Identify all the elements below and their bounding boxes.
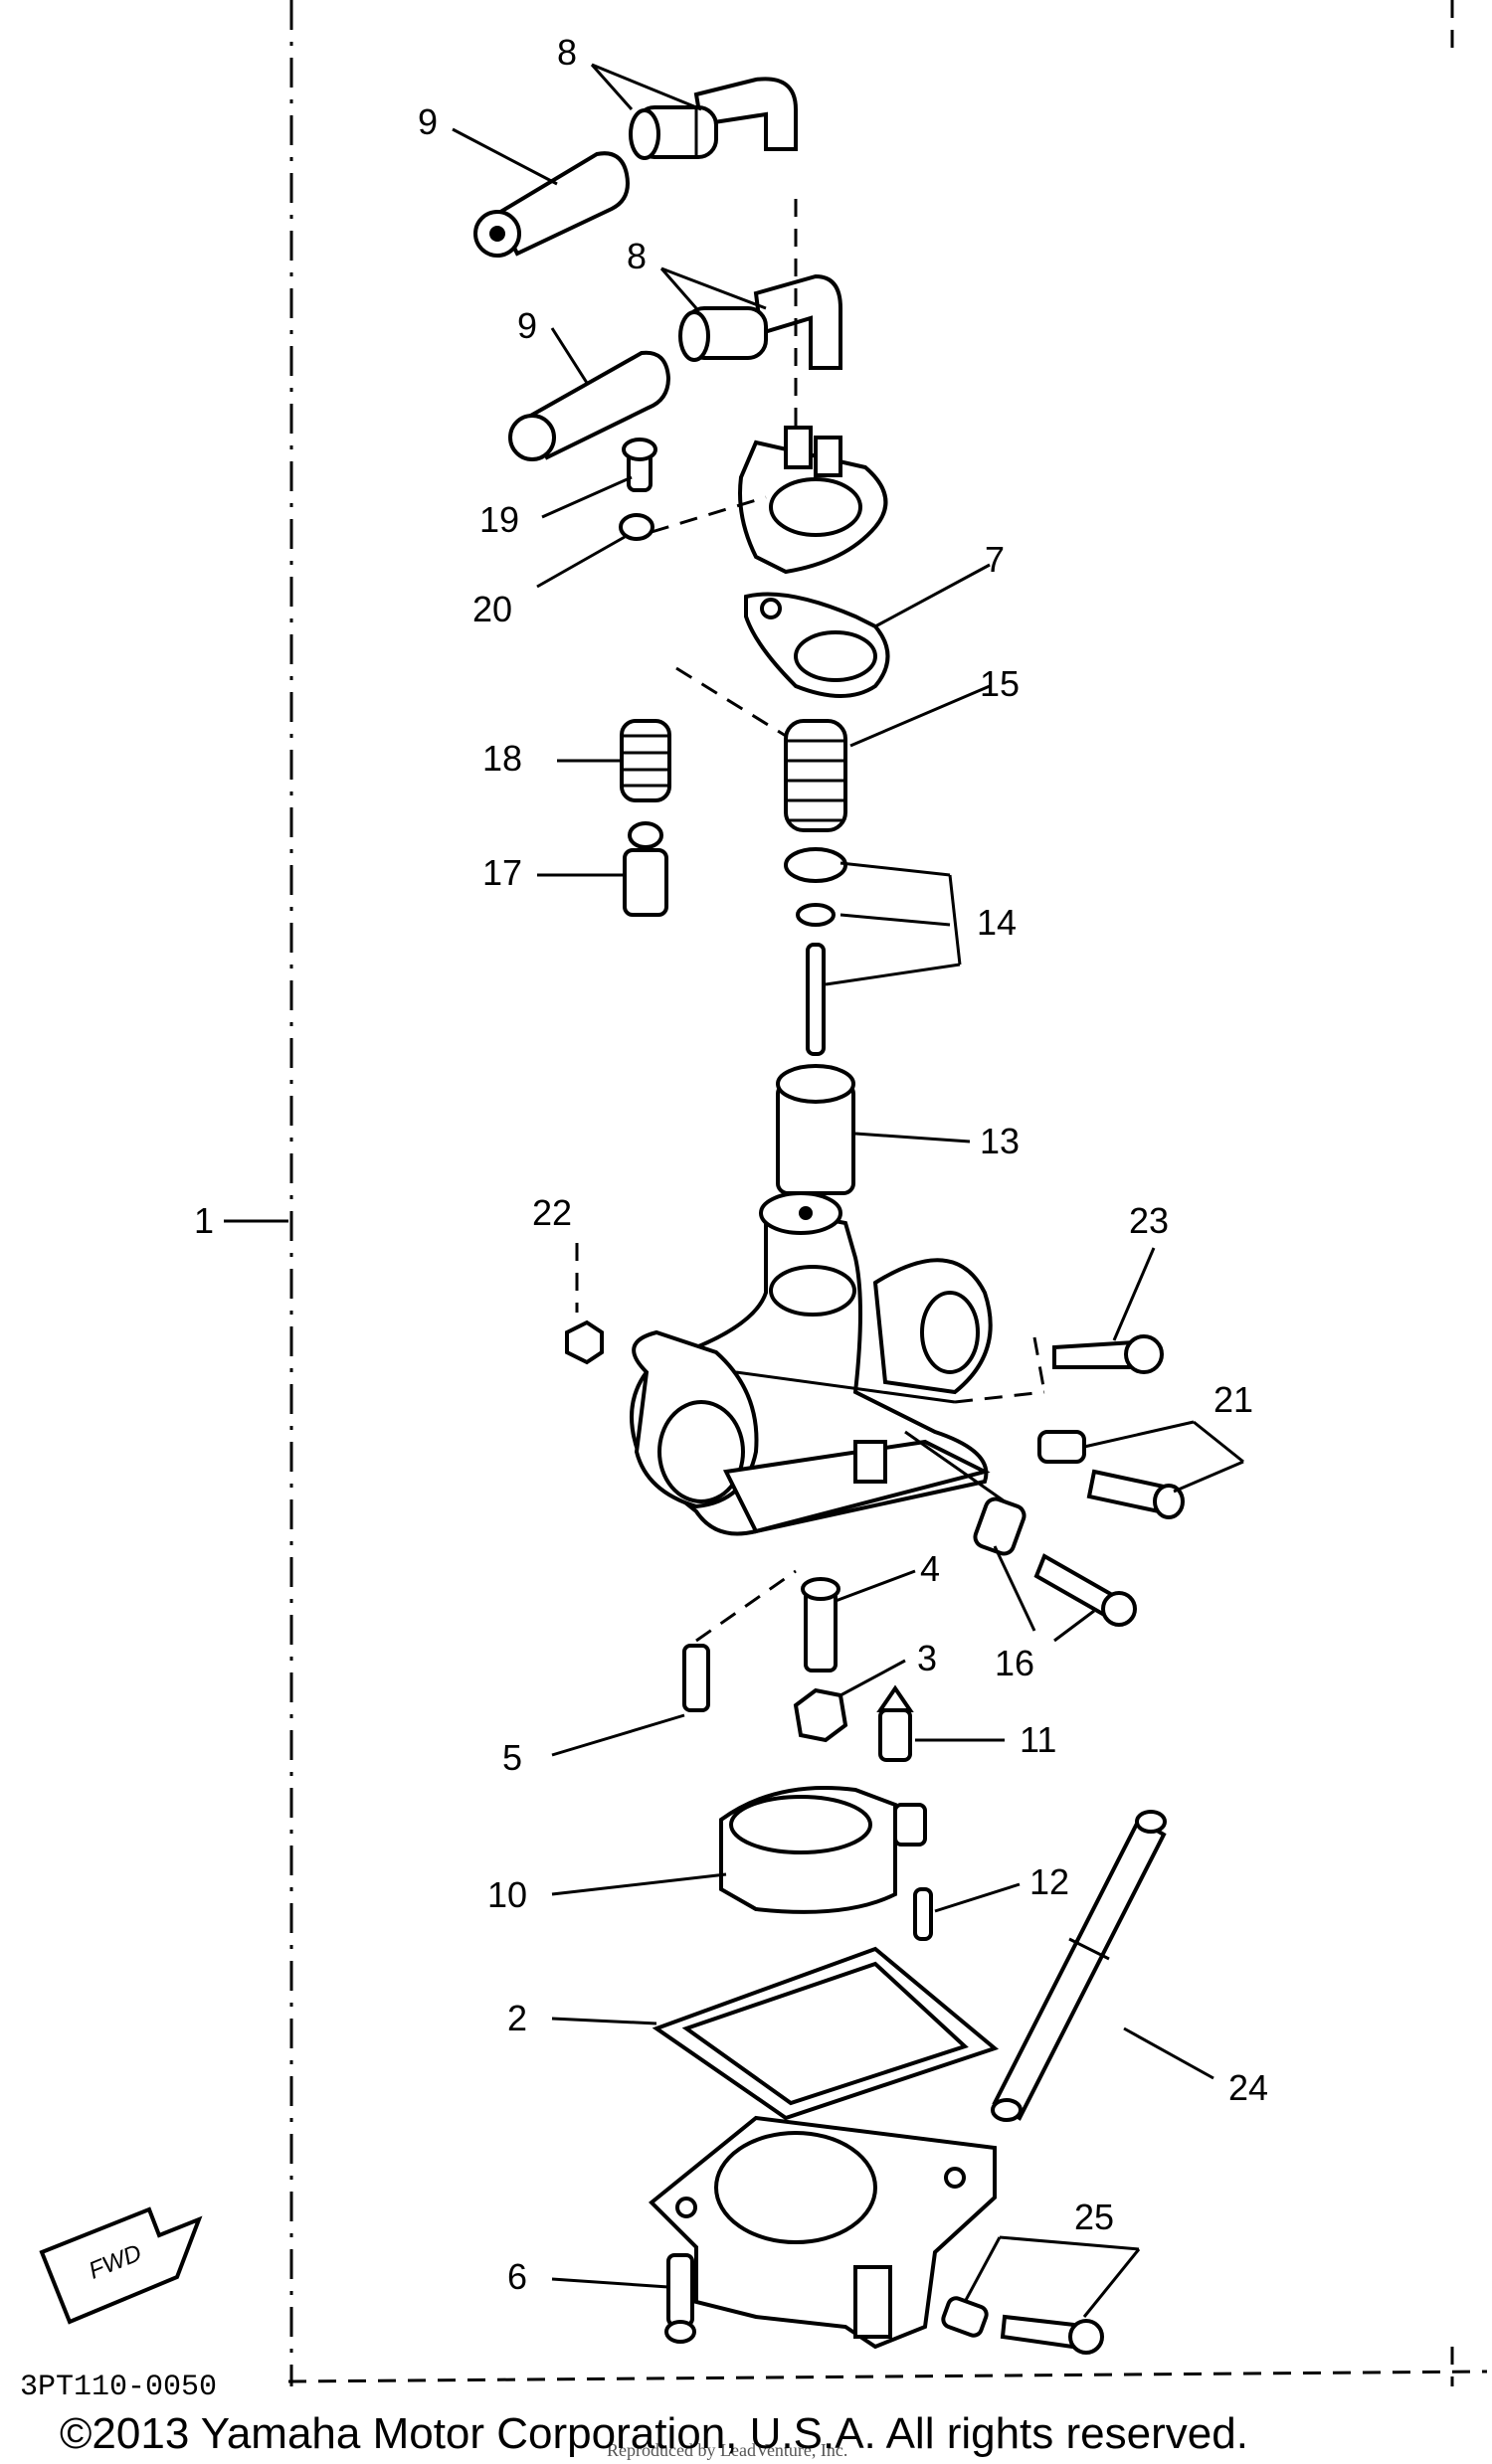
callout-5: 5: [502, 1737, 522, 1778]
copyright-notice: ©2013 Yamaha Motor Corporation, U.S.A. A…: [60, 2409, 1248, 2458]
gasket-2: [652, 1946, 1000, 2121]
bottom-border-line: [287, 2370, 1488, 2383]
callout-8: 8: [627, 236, 647, 276]
fwd-arrow-icon: FWD: [39, 2206, 203, 2325]
callout-11: 11: [1020, 1719, 1056, 1760]
callout-19: 19: [479, 499, 519, 540]
callout-15: 15: [980, 663, 1020, 704]
callout-17: 17: [482, 852, 522, 893]
float-bowl: [649, 2115, 997, 2350]
callout-18: 18: [482, 738, 522, 779]
jet-3: [793, 1687, 848, 1743]
carburetor-body: [630, 1191, 993, 1536]
jet-5: [682, 1644, 710, 1712]
washer-20: [619, 513, 654, 541]
part-code: 3PT110-0050: [20, 2371, 217, 2404]
callout-12: 12: [1029, 1861, 1069, 1902]
callout-24: 24: [1228, 2067, 1268, 2108]
tube-24: [991, 1810, 1167, 2122]
callout-1: 1: [194, 1200, 214, 1241]
callout-9: 9: [517, 305, 537, 346]
float-pin-12: [913, 1887, 933, 1941]
spring-15: [784, 719, 847, 832]
watermark-text: Reproduced by LeadVenture, Inc.: [607, 2440, 847, 2460]
leader-line: [735, 1370, 956, 1404]
callout-7: 7: [985, 539, 1005, 580]
callout-3: 3: [917, 1638, 937, 1678]
float-10: [719, 1786, 927, 1914]
callout-9: 9: [418, 101, 438, 142]
screw-19: [622, 438, 657, 492]
screw-6: [664, 2253, 696, 2344]
callout-14: 14: [977, 902, 1017, 943]
callout-13: 13: [980, 1121, 1020, 1161]
leader-dash: [954, 1390, 1045, 1404]
leader-dash: [695, 1569, 797, 1643]
screw-set-21: [1037, 1430, 1185, 1519]
callout-22: 22: [532, 1192, 572, 1233]
leader-dash: [1032, 1336, 1046, 1393]
gasket-7: [744, 592, 890, 698]
hose-fitting-upper: [629, 77, 798, 160]
callout-25: 25: [1074, 2197, 1114, 2237]
callout-leaders: [224, 63, 1244, 2318]
leader-line: [904, 1430, 1006, 1503]
callout-20: 20: [472, 589, 512, 629]
spring-18: [620, 719, 671, 802]
plunger-17: [623, 821, 668, 917]
hose-cap-upper: [473, 151, 630, 258]
spring-screw-16: [973, 1496, 1137, 1627]
callout-8: 8: [557, 32, 577, 73]
callout-16: 16: [995, 1643, 1034, 1683]
callout-23: 23: [1129, 1200, 1169, 1241]
callout-6: 6: [507, 2256, 527, 2297]
hose-fitting-lower: [678, 273, 842, 370]
callout-10: 10: [487, 1874, 527, 1915]
float-valve-11: [876, 1684, 914, 1762]
throttle-valve-13: [776, 1064, 855, 1195]
needle-set-14: [784, 847, 847, 1056]
leader-dash: [651, 495, 767, 534]
callout-2: 2: [507, 1998, 527, 2038]
callout-4: 4: [920, 1548, 940, 1589]
nut-22: [565, 1320, 604, 1365]
callout-21: 21: [1213, 1379, 1253, 1420]
mixing-chamber-cap: [738, 426, 888, 575]
leader-dash: [675, 666, 787, 738]
jet-4: [801, 1577, 840, 1672]
screw-23: [1052, 1334, 1164, 1374]
screw-set-25: [941, 2296, 1104, 2355]
hose-cap-lower: [508, 350, 671, 461]
